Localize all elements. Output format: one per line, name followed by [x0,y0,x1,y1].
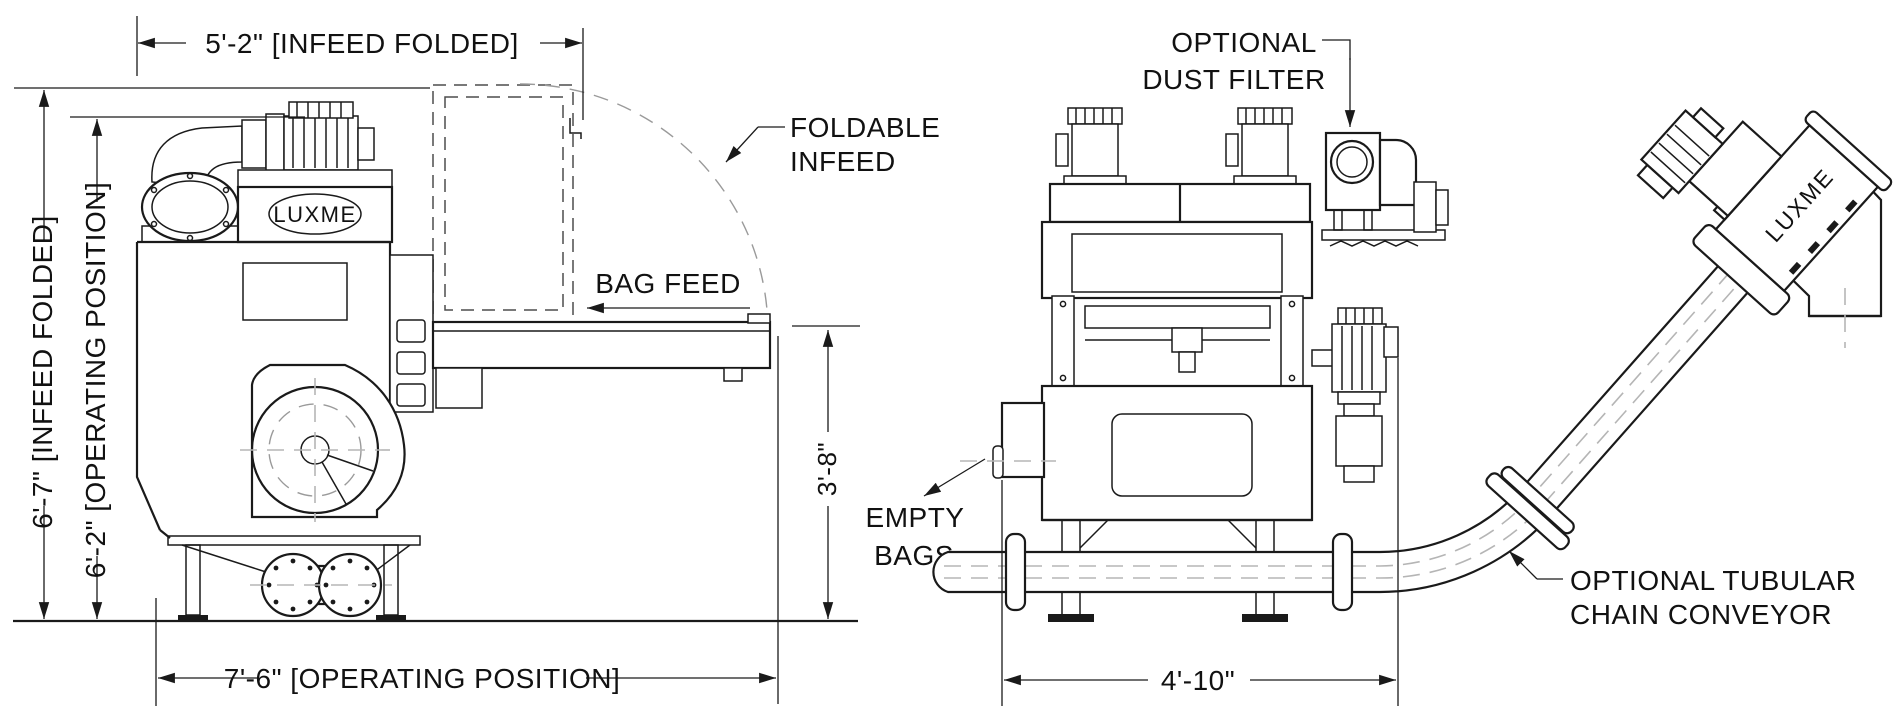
dust-filter-text-2: DUST FILTER [1142,64,1325,95]
blower-housing [250,363,406,519]
top-motor-right [1225,107,1297,185]
side-gear-motor [1311,307,1399,483]
conveyor-view: LUXME OPTIONAL TUBULAR CHAIN CONVEYOR [932,106,1893,630]
side-machine: LUXME [135,101,772,622]
tube-flange-left [1004,532,1027,612]
discharge-tube [250,552,392,618]
front-view: OPTIONAL DUST FILTER EMPTY BAGS [866,27,1449,622]
label-bag-feed: BAG FEED [587,268,750,314]
empty-bags-text-1: EMPTY [866,502,965,533]
dim-height-infeed-folded: 6'-7" [INFEED FOLDED] [14,87,430,619]
bag-feed-tray [431,313,772,409]
svg-text:6'-7" [INFEED FOLDED]: 6'-7" [INFEED FOLDED] [27,215,58,529]
dim-height-operating: 6'-2" [OPERATING POSITION] [70,116,305,619]
dim-width-infeed-folded: 5'-2" [INFEED FOLDED] [136,16,584,120]
foldable-infeed-text-2: INFEED [790,146,896,177]
dust-filter-text-1: OPTIONAL [1171,27,1317,58]
dust-filter-inlet [1329,139,1375,185]
dim-feed-height: 3'-8" [777,325,860,704]
logo-head-box [236,185,394,244]
foldable-infeed-folded-outline [432,84,582,323]
chain-conveyor-text-1: OPTIONAL TUBULAR [1570,565,1857,596]
access-panel [242,262,348,321]
svg-text:4'-10": 4'-10" [1161,665,1235,696]
svg-text:5'-2" [INFEED FOLDED]: 5'-2" [INFEED FOLDED] [205,28,519,59]
label-empty-bags: EMPTY BAGS [866,458,986,571]
fold-swing-arc [519,83,769,333]
head-end-flange [1804,110,1893,192]
bag-feed-text: BAG FEED [595,268,741,299]
svg-text:3'-8": 3'-8" [812,442,842,496]
label-dust-filter: OPTIONAL DUST FILTER [1142,27,1356,127]
dimensions-side: 5'-2" [INFEED FOLDED] 6'-7" [INFEED FOLD… [13,16,860,706]
brand-oval [268,193,362,235]
dim-width-operating: 7'-6" [OPERATING POSITION] [155,598,776,706]
label-foldable-infeed: FOLDABLE INFEED [725,112,940,177]
dust-filter [1321,131,1449,247]
foldable-infeed-text-1: FOLDABLE [790,112,940,143]
lower-panel [1111,413,1253,497]
svg-text:7'-6" [OPERATING POSITION]: 7'-6" [OPERATING POSITION] [224,663,621,694]
top-motor-left [1055,107,1127,185]
dim-front-width: 4'-10" [1001,358,1399,706]
label-chain-conveyor: OPTIONAL TUBULAR CHAIN CONVEYOR [1508,550,1857,630]
brand-logo-side: LUXME [273,202,356,227]
front-machine [960,107,1449,622]
side-view: LUXME [13,16,940,706]
chain-conveyor-text-2: CHAIN CONVEYOR [1570,599,1832,630]
svg-text:6'-2" [OPERATING POSITION]: 6'-2" [OPERATING POSITION] [80,182,111,579]
incline-flange [1485,465,1575,551]
conveyor-drive-head: LUXME [1636,106,1893,316]
empty-bags-port [1000,401,1046,479]
tube-flange-right [1331,532,1354,612]
